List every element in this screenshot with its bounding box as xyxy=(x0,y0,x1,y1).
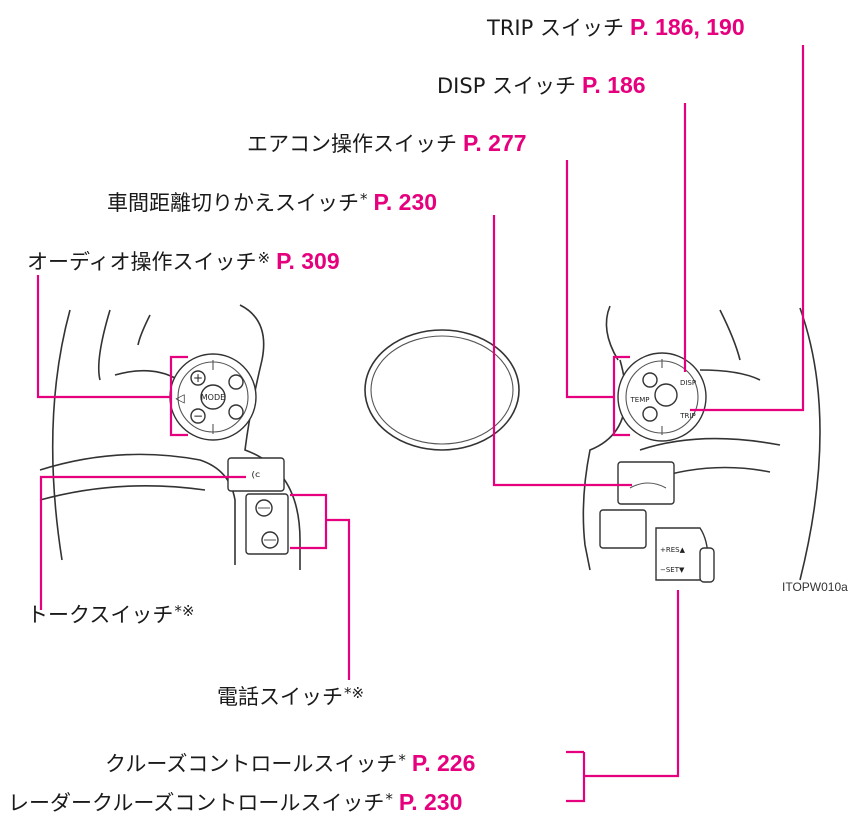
center-horn-pad xyxy=(364,329,520,451)
set-label: −SET▼ xyxy=(660,566,685,574)
svg-text:+: + xyxy=(193,371,203,385)
audio-switch-label: オーディオ操作スイッチ※ P. 309 xyxy=(27,245,340,275)
cruise-text: クルーズコントロールスイッチ xyxy=(105,752,398,776)
cruise-control-lever[interactable]: +RES▲ −SET▼ xyxy=(655,527,715,583)
phone-switch-block[interactable] xyxy=(245,493,289,555)
radar-mark: * xyxy=(385,790,393,808)
disp-text: DISP スイッチ xyxy=(437,74,577,98)
phone-text: 電話スイッチ xyxy=(217,685,343,709)
aircon-switch-pad[interactable]: TEMP DISP TRIP xyxy=(617,352,707,442)
mode-button-label: MODE xyxy=(201,393,225,402)
distance-page-link[interactable]: P. 230 xyxy=(373,189,438,215)
radar-cruise-label: レーダークルーズコントロールスイッチ* P. 230 xyxy=(8,786,462,816)
figure-code: ITOPW010a xyxy=(782,580,848,594)
talk-switch-label: トークスイッチ*※ xyxy=(27,598,194,628)
trip-label: TRIP xyxy=(679,412,695,420)
res-label: +RES▲ xyxy=(660,546,686,554)
phone-switch-label: 電話スイッチ*※ xyxy=(217,680,364,710)
radar-text: レーダークルーズコントロールスイッチ xyxy=(8,791,385,815)
distance-text: 車間距離切りかえスイッチ xyxy=(107,191,359,215)
aircon-text: エアコン操作スイッチ xyxy=(247,132,457,156)
talk-mark: *※ xyxy=(174,602,195,620)
cruise-mark: * xyxy=(398,751,406,769)
temp-label: TEMP xyxy=(630,396,650,404)
trip-page-link[interactable]: P. 186, 190 xyxy=(629,14,745,40)
audio-text: オーディオ操作スイッチ xyxy=(27,250,257,274)
talk-switch[interactable]: ⁽ᶜ xyxy=(227,457,285,492)
audio-switch-pad[interactable]: MODE + − ◁ xyxy=(169,353,257,441)
distance-switch-label: 車間距離切りかえスイッチ* P. 230 xyxy=(107,186,437,216)
volume-icon: ◁ xyxy=(174,391,184,405)
disp-label: DISP xyxy=(680,379,696,387)
phone-mark: *※ xyxy=(344,684,365,702)
leader-lines xyxy=(36,45,805,803)
audio-page-link[interactable]: P. 309 xyxy=(276,248,340,274)
svg-text:−: − xyxy=(193,409,203,423)
distance-switch[interactable] xyxy=(599,461,675,549)
audio-mark: ※ xyxy=(257,249,271,267)
distance-mark: * xyxy=(360,190,368,208)
cruise-page-link[interactable]: P. 226 xyxy=(411,750,476,776)
radar-page-link[interactable]: P. 230 xyxy=(398,789,463,815)
talk-text: トークスイッチ xyxy=(27,603,174,627)
trip-text: TRIP スイッチ xyxy=(487,16,624,40)
talk-icon: ⁽ᶜ xyxy=(251,468,260,486)
aircon-page-link[interactable]: P. 277 xyxy=(463,130,527,156)
cruise-control-label: クルーズコントロールスイッチ* P. 226 xyxy=(105,747,475,777)
disp-page-link[interactable]: P. 186 xyxy=(582,72,646,98)
